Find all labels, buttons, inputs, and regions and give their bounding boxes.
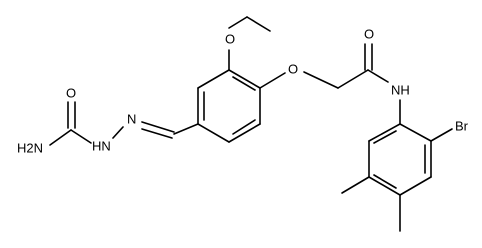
bond — [373, 130, 397, 144]
bond — [373, 174, 397, 189]
atom-label-hydrazide-nh: HN — [92, 139, 111, 154]
bond — [337, 69, 369, 89]
bond — [228, 69, 261, 89]
bond — [246, 16, 271, 32]
atom-label-amine: H2N — [17, 141, 43, 156]
bond — [399, 123, 432, 142]
atom-label-imine-n: N — [127, 112, 136, 127]
atom-label-amide-oxygen-right: O — [364, 27, 374, 42]
atom-label-ether-oxygen-top: O — [225, 32, 235, 47]
atom-label-aryl-ether-oxygen: O — [288, 62, 298, 77]
bond — [430, 128, 453, 142]
bond — [197, 69, 230, 89]
bond — [232, 76, 256, 91]
bond — [112, 126, 124, 139]
bond — [228, 16, 248, 29]
bond — [228, 123, 261, 143]
bond — [49, 129, 72, 146]
bond — [197, 123, 230, 143]
bond — [141, 121, 175, 133]
atom-label-bromine: Br — [455, 119, 469, 134]
bond — [368, 123, 401, 142]
bond — [70, 129, 92, 144]
bond — [303, 71, 339, 89]
atom-labels: O H2N HN N O O O NH Br — [17, 27, 469, 156]
bond — [367, 69, 389, 83]
bond — [141, 128, 173, 139]
bond — [368, 176, 401, 196]
atom-label-amide-oxygen-left: O — [66, 86, 76, 101]
atom-label-amide-nh: NH — [391, 83, 410, 98]
bond — [341, 176, 370, 194]
bond — [232, 119, 256, 135]
bond-group — [49, 16, 453, 232]
bond — [259, 72, 286, 89]
bond — [399, 176, 432, 196]
bond — [173, 123, 199, 135]
